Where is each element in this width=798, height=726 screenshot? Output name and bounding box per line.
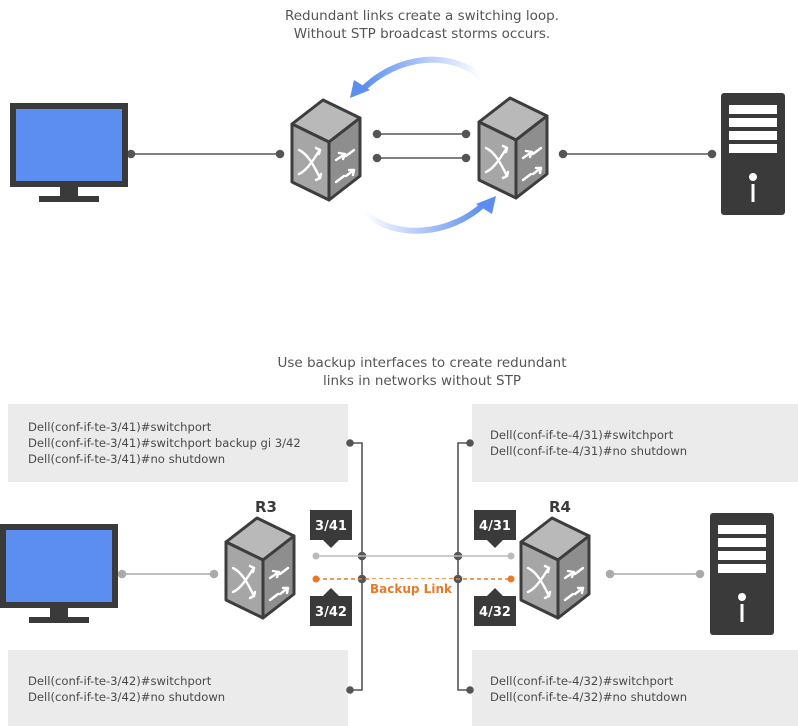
switch-icon	[519, 516, 591, 620]
backup-link	[312, 575, 515, 583]
config-line: Dell(conf-if-te-3/42)#switchport	[28, 674, 212, 688]
router-label-r3: R3	[255, 498, 277, 516]
port-badge-r4-primary: 4/31	[474, 510, 516, 548]
router-label-r4: R4	[549, 498, 571, 516]
bottom-caption-line2: links in networks without STP	[323, 373, 521, 389]
switch-icon	[477, 96, 549, 200]
monitor-icon	[13, 106, 125, 202]
bottom-caption-line1: Use backup interfaces to create redundan…	[277, 355, 566, 371]
server-tower-icon	[721, 93, 785, 215]
config-panel-r4-primary	[472, 404, 798, 482]
config-panel-r4-backup	[472, 650, 798, 726]
svg-text:4/32: 4/32	[479, 605, 511, 620]
svg-text:3/41: 3/41	[315, 519, 347, 534]
port-badge-r4-backup: 4/32	[474, 588, 516, 626]
top-connections	[126, 129, 717, 163]
port-badge-r3-backup: 3/42	[310, 588, 352, 626]
callout-connectors	[346, 439, 474, 694]
svg-text:3/42: 3/42	[315, 605, 347, 620]
loop-arrow-top	[350, 56, 485, 98]
config-line: Dell(conf-if-te-3/42)#no shutdown	[28, 690, 225, 704]
top-caption-line2: Without STP broadcast storms occurs.	[294, 26, 550, 42]
config-r3-backup: Dell(conf-if-te-3/42)#switchport Dell(co…	[28, 674, 225, 704]
config-r4-primary: Dell(conf-if-te-4/31)#switchport Dell(co…	[490, 428, 687, 458]
config-line: Dell(conf-if-te-4/32)#switchport	[490, 674, 674, 688]
host-connections	[117, 569, 705, 579]
port-badge-r3-primary: 3/41	[310, 510, 352, 548]
loop-arrow-bottom	[361, 196, 496, 234]
svg-text:4/31: 4/31	[479, 519, 511, 534]
top-caption-line1: Redundant links create a switching loop.	[285, 8, 559, 24]
server-tower-icon	[710, 513, 774, 635]
config-panel-r3-backup	[8, 650, 348, 726]
config-line: Dell(conf-if-te-4/31)#no shutdown	[490, 444, 687, 458]
primary-link	[312, 552, 515, 560]
monitor-icon	[3, 527, 115, 623]
switch-icon	[224, 516, 296, 620]
backup-link-label: Backup Link	[370, 582, 453, 596]
config-line: Dell(conf-if-te-4/32)#no shutdown	[490, 690, 687, 704]
switch-icon	[290, 98, 362, 202]
config-line: Dell(conf-if-te-3/41)#switchport backup …	[28, 436, 301, 450]
config-line: Dell(conf-if-te-3/41)#switchport	[28, 420, 212, 434]
config-panel-r3-primary	[8, 404, 348, 482]
config-r4-backup: Dell(conf-if-te-4/32)#switchport Dell(co…	[490, 674, 687, 704]
config-line: Dell(conf-if-te-4/31)#switchport	[490, 428, 674, 442]
config-line: Dell(conf-if-te-3/41)#no shutdown	[28, 452, 225, 466]
config-r3-primary: Dell(conf-if-te-3/41)#switchport Dell(co…	[28, 420, 301, 466]
